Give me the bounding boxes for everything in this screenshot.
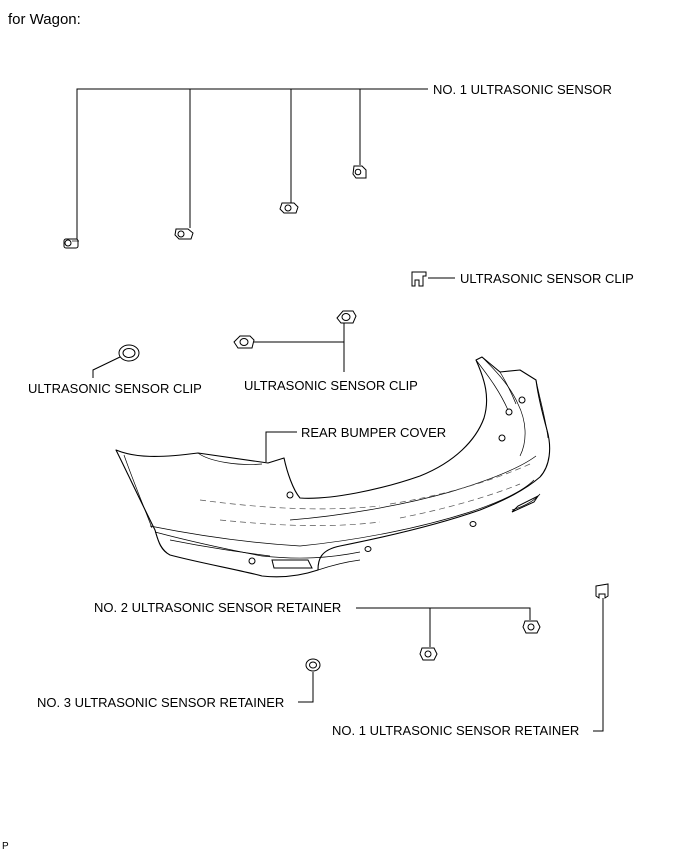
ultrasonic-sensor-1 xyxy=(63,238,79,249)
figure-code: P xyxy=(2,841,9,852)
label-clip-center: ULTRASONIC SENSOR CLIP xyxy=(244,378,418,393)
no2-ultrasonic-sensor-retainer-a xyxy=(419,647,438,661)
no3-ultrasonic-sensor-retainer xyxy=(305,658,321,672)
label-no1-retainer: NO. 1 ULTRASONIC SENSOR RETAINER xyxy=(332,723,579,738)
label-no1-ultrasonic-sensor: NO. 1 ULTRASONIC SENSOR xyxy=(433,82,612,97)
rear-bumper-cover xyxy=(115,356,551,578)
ultrasonic-sensor-clip-left xyxy=(118,344,140,362)
ultrasonic-sensor-clip-center-a xyxy=(233,335,255,349)
rear-bumper-cover-leader xyxy=(265,431,297,462)
no2-ultrasonic-sensor-retainer-b xyxy=(522,620,541,634)
label-no3-retainer: NO. 3 ULTRASONIC SENSOR RETAINER xyxy=(37,695,284,710)
clip-center-leaders xyxy=(254,323,345,372)
ultrasonic-sensor-2 xyxy=(174,228,194,240)
label-no2-retainer: NO. 2 ULTRASONIC SENSOR RETAINER xyxy=(94,600,341,615)
ultrasonic-sensor-4 xyxy=(352,165,367,179)
label-clip-left: ULTRASONIC SENSOR CLIP xyxy=(28,381,202,396)
no1-retainer-leader xyxy=(593,598,604,732)
no1-ultrasonic-sensor-retainer xyxy=(595,583,609,599)
no1-sensor-leaders xyxy=(76,88,428,240)
ultrasonic-sensor-3 xyxy=(279,202,299,214)
no3-retainer-leader xyxy=(298,672,314,703)
clip-left-leader xyxy=(92,356,121,378)
ultrasonic-sensor-clip-center-b xyxy=(336,310,357,324)
no2-retainer-leaders xyxy=(356,607,531,647)
ultrasonic-sensor-clip-right xyxy=(411,271,427,287)
diagram-title: for Wagon: xyxy=(8,11,81,28)
label-rear-bumper-cover: REAR BUMPER COVER xyxy=(301,425,446,440)
label-clip-right: ULTRASONIC SENSOR CLIP xyxy=(460,271,634,286)
